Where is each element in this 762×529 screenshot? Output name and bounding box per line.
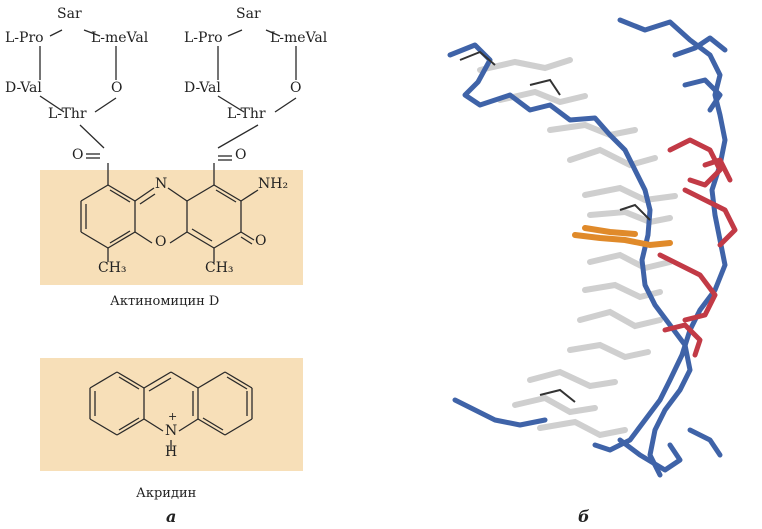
label-keto-o: O <box>255 233 267 249</box>
label-acridine-plus: + <box>168 410 178 423</box>
atom-detail <box>459 50 651 403</box>
base-pairs <box>477 57 678 439</box>
label-dval-right: D-Val <box>184 80 221 96</box>
dna-backbone <box>447 17 728 478</box>
actinomycin-highlight <box>40 170 303 285</box>
label-lmeval-left: L-meVal <box>91 30 149 46</box>
label-carbonyl-o-left: O <box>72 147 84 163</box>
label-ring-n: N <box>155 176 168 192</box>
label-lthr-left: L-Thr <box>48 106 87 122</box>
label-ch3-right: CH₃ <box>205 260 234 276</box>
label-lpro-left: L-Pro <box>5 30 44 46</box>
dna-intercalation-model <box>447 17 738 478</box>
label-nh2: NH₂ <box>258 176 289 192</box>
label-acridine-h: H <box>165 444 178 460</box>
label-o-ring-right: O <box>290 80 302 96</box>
label-ring-o: O <box>155 234 167 250</box>
acridine-highlight <box>40 358 303 471</box>
label-o-ring-left: O <box>111 80 123 96</box>
label-ch3-left: CH₃ <box>98 260 127 276</box>
label-sar-right: Sar <box>236 6 261 22</box>
peptide-chains <box>657 137 738 358</box>
caption-actinomycin: Актиномицин D <box>110 294 220 309</box>
label-sar-left: Sar <box>57 6 82 22</box>
label-acridine-n: N <box>165 423 178 439</box>
panel-label-b: б <box>578 507 590 526</box>
caption-acridine: Акридин <box>136 486 197 501</box>
intercalator-chromophore <box>572 225 673 249</box>
label-dval-left: D-Val <box>5 80 42 96</box>
panel-label-a: а <box>166 507 177 526</box>
chemical-structures <box>39 29 303 471</box>
label-lthr-right: L-Thr <box>227 106 266 122</box>
label-lpro-right: L-Pro <box>184 30 223 46</box>
label-lmeval-right: L-meVal <box>270 30 328 46</box>
label-carbonyl-o-right: O <box>235 147 247 163</box>
